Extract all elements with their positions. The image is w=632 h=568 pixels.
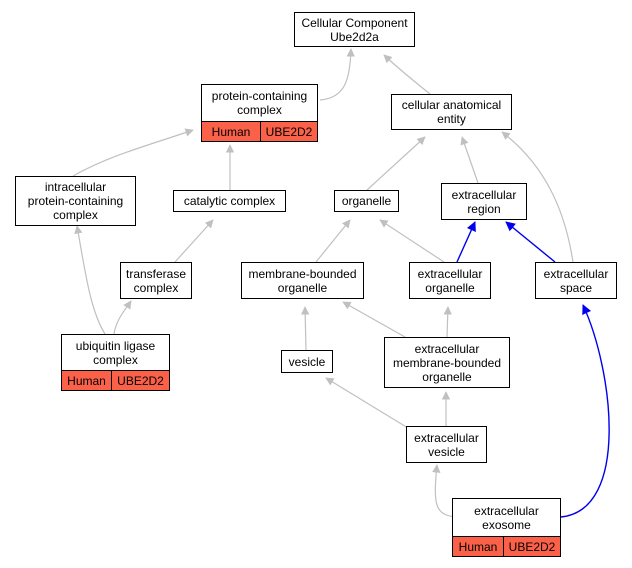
node-label: extracellular space xyxy=(543,266,609,295)
annotation-row: Human UBE2D2 xyxy=(453,536,560,556)
node-catalytic-complex[interactable]: catalytic complex xyxy=(173,190,286,212)
node-label: membrane-bounded organelle xyxy=(248,266,357,295)
edge-is-a xyxy=(383,54,431,95)
edge-is-a xyxy=(443,306,452,338)
edge-part-of xyxy=(456,221,476,263)
node-organelle[interactable]: organelle xyxy=(334,190,399,212)
node-extracellular-space[interactable]: extracellular space xyxy=(535,262,617,299)
node-extracellular-exosome[interactable]: extracellular exosome Human UBE2D2 xyxy=(452,498,561,557)
node-label: extracellular exosome xyxy=(474,503,539,532)
gene-tag[interactable]: UBE2D2 xyxy=(503,537,560,556)
node-label: catalytic complex xyxy=(183,194,276,208)
node-protein-containing-complex[interactable]: protein-containing complex Human UBE2D2 xyxy=(201,84,318,142)
node-vesicle[interactable]: vesicle xyxy=(281,350,333,373)
node-label: vesicle xyxy=(288,354,326,369)
edge-is-a xyxy=(113,300,132,335)
edge-part-of xyxy=(560,304,610,518)
edge-part-of xyxy=(505,221,556,263)
node-label: extracellular region xyxy=(451,187,517,216)
edge-is-a xyxy=(366,136,426,191)
gene-tag[interactable]: UBE2D2 xyxy=(111,371,169,390)
node-cellular-anatomical-entity[interactable]: cellular anatomical entity xyxy=(391,94,512,130)
node-label: organelle xyxy=(341,194,392,208)
edge-is-a xyxy=(379,219,445,263)
edge-is-a xyxy=(72,128,194,177)
edge-is-a xyxy=(319,48,355,101)
species-tag[interactable]: Human xyxy=(458,539,498,554)
edge-is-a xyxy=(501,131,574,263)
node-extracellular-membrane-bounded-organelle[interactable]: extracellular membrane-bounded organelle xyxy=(384,337,510,388)
node-label: extracellular vesicle xyxy=(414,430,479,459)
node-label: extracellular membrane-bounded organelle xyxy=(392,341,502,384)
node-label: protein-containing complex xyxy=(211,89,308,117)
node-label: transferase complex xyxy=(125,266,187,295)
species-tag[interactable]: Human xyxy=(67,373,106,388)
node-membrane-bounded-organelle[interactable]: membrane-bounded organelle xyxy=(241,262,364,299)
species-tag[interactable]: Human xyxy=(211,124,251,139)
node-label: ubiquitin ligase complex xyxy=(75,338,156,367)
node-transferase-complex[interactable]: transferase complex xyxy=(120,262,192,299)
edge-is-a xyxy=(300,306,310,351)
node-extracellular-vesicle[interactable]: extracellular vesicle xyxy=(406,426,487,463)
edge-is-a xyxy=(74,225,106,335)
edge-is-a xyxy=(460,136,479,184)
node-extracellular-organelle[interactable]: extracellular organelle xyxy=(409,262,491,299)
edge-is-a xyxy=(342,301,406,338)
node-intracellular-protein-containing-complex[interactable]: intracellular protein-containing complex xyxy=(15,176,136,226)
edge-is-a xyxy=(174,219,214,263)
node-extracellular-region[interactable]: extracellular region xyxy=(441,183,527,220)
edge-is-a xyxy=(325,377,409,429)
edge-is-a xyxy=(432,464,457,518)
gene-tag[interactable]: UBE2D2 xyxy=(260,122,317,141)
annotation-row: Human UBE2D2 xyxy=(202,121,317,141)
edge-is-a xyxy=(315,219,351,263)
node-cellular-component[interactable]: Cellular Component Ube2d2a xyxy=(294,12,415,47)
node-label: extracellular organelle xyxy=(417,266,483,295)
node-label: cellular anatomical entity xyxy=(401,98,502,126)
node-label: Cellular Component Ube2d2a xyxy=(301,15,408,44)
annotation-row: Human UBE2D2 xyxy=(62,370,169,390)
node-label: intracellular protein-containing complex xyxy=(27,180,124,222)
node-ubiquitin-ligase-complex[interactable]: ubiquitin ligase complex Human UBE2D2 xyxy=(61,334,170,391)
